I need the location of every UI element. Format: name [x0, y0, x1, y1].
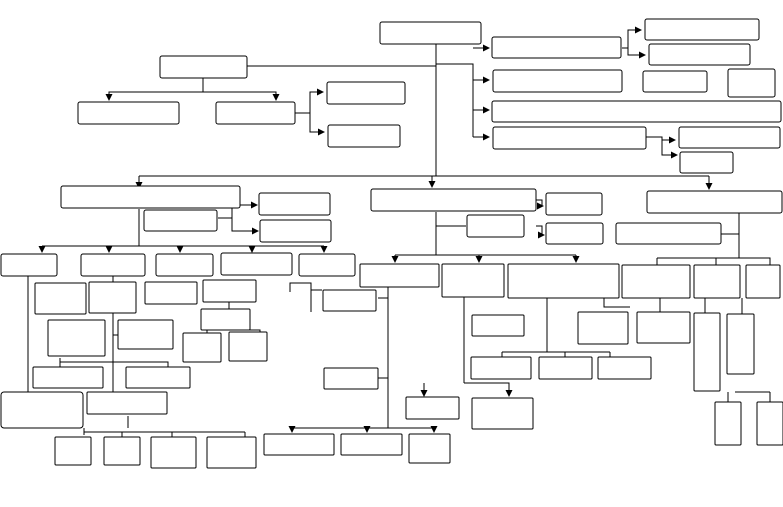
org-node: [507, 263, 620, 299]
org-node: [159, 55, 248, 79]
org-node: [258, 192, 331, 216]
nodes: [0, 18, 783, 469]
org-node: [679, 151, 734, 174]
org-node: [491, 100, 782, 123]
org-node: [379, 21, 482, 45]
org-node: [466, 214, 525, 238]
org-node: [144, 281, 198, 305]
org-node: [323, 367, 379, 390]
org-node: [117, 319, 174, 350]
org-node: [370, 188, 537, 212]
org-node: [143, 209, 218, 232]
org-node: [47, 319, 106, 357]
org-node: [678, 126, 781, 149]
org-node: [155, 253, 214, 277]
org-node: [693, 264, 741, 299]
org-node: [182, 332, 222, 363]
org-node: [88, 281, 137, 314]
org-node: [644, 18, 760, 41]
org-node: [714, 401, 742, 446]
org-node: [220, 252, 293, 276]
org-node: [34, 282, 87, 315]
org-node: [492, 126, 647, 150]
org-node: [726, 313, 755, 375]
org-node: [470, 356, 532, 380]
org-node: [54, 436, 92, 466]
org-node: [636, 311, 691, 344]
org-node: [298, 253, 356, 277]
org-node: [32, 366, 104, 389]
org-node: [727, 68, 776, 98]
org-node: [359, 263, 440, 288]
org-node: [745, 264, 781, 299]
org-node: [545, 192, 603, 216]
org-node: [545, 222, 604, 245]
org-node: [327, 124, 401, 148]
org-node: [538, 356, 593, 380]
org-node: [150, 436, 197, 469]
org-node: [577, 311, 629, 345]
org-node: [200, 308, 251, 331]
org-node: [215, 101, 296, 125]
org-node: [471, 397, 534, 430]
org-node: [441, 263, 505, 298]
org-node: [322, 289, 377, 312]
org-node: [646, 190, 783, 214]
org-node: [492, 69, 623, 93]
org-node: [648, 43, 751, 66]
org-node: [77, 101, 180, 125]
org-node: [693, 312, 721, 392]
org-node: [125, 366, 191, 389]
org-node: [228, 331, 268, 362]
org-node: [621, 264, 691, 299]
org-node: [0, 391, 84, 429]
org-node: [259, 219, 332, 243]
org-node: [206, 436, 257, 469]
org-node: [642, 70, 708, 93]
org-node: [756, 401, 783, 446]
org-node: [60, 185, 241, 209]
org-node: [263, 433, 335, 456]
org-node: [471, 314, 525, 337]
org-node: [86, 391, 168, 415]
org-node: [326, 81, 406, 105]
org-node: [202, 279, 257, 303]
org-node: [408, 433, 451, 464]
connectors: [27, 26, 771, 437]
org-node: [615, 222, 722, 245]
org-node: [103, 436, 141, 466]
org-node: [0, 253, 58, 277]
org-node: [597, 356, 652, 380]
org-node: [491, 36, 622, 59]
org-node: [340, 433, 403, 456]
org-node: [405, 396, 460, 420]
org-node: [80, 253, 146, 277]
